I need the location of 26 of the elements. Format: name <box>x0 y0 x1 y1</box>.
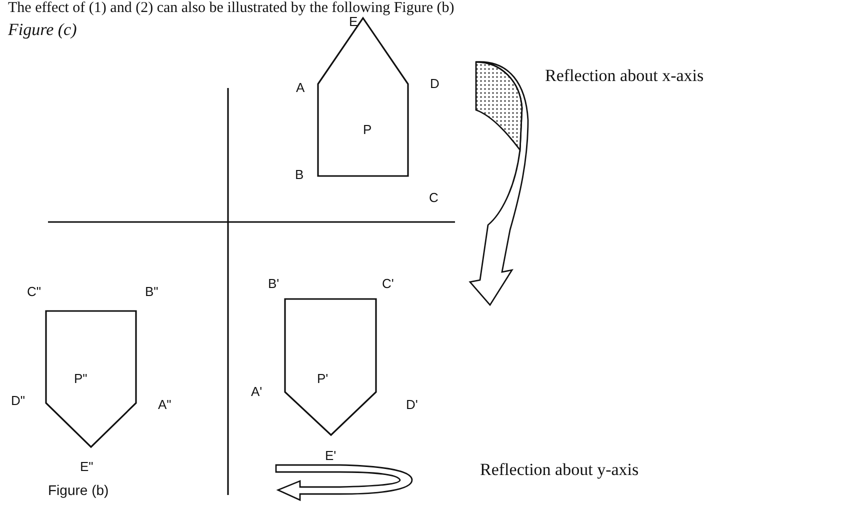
shape-label: P" <box>74 371 88 386</box>
vertex-label: A' <box>251 384 262 399</box>
vertex-label: D" <box>11 393 26 408</box>
figure-caption: Figure (c) <box>8 20 77 40</box>
pentagon-shape <box>46 311 136 447</box>
vertex-label: B" <box>145 284 158 299</box>
vertex-label: A" <box>158 397 172 412</box>
vertex-label: A <box>296 80 305 95</box>
shape-label: P' <box>317 371 328 386</box>
vertex-label: D' <box>406 397 418 412</box>
axis-note: Reflection about x-axis <box>545 66 704 86</box>
vertex-label: C' <box>382 276 394 291</box>
vertex-label: D <box>430 76 440 91</box>
vertex-label: B <box>295 167 304 182</box>
figure-caption: Figure (b) <box>48 482 109 498</box>
vertex-label: E <box>349 15 358 29</box>
vertex-label: C" <box>27 284 42 299</box>
vertex-label: B' <box>268 276 280 291</box>
pentagon-shape <box>285 299 376 435</box>
shape-label: P <box>363 122 372 137</box>
vertex-label: C <box>429 190 438 205</box>
vertex-label: E' <box>325 448 336 463</box>
axis-note: Reflection about y-axis <box>480 460 639 480</box>
pentagon-shape <box>318 18 408 176</box>
heading-text: The effect of (1) and (2) can also be illustrated by the following Figure (b) <box>8 0 454 16</box>
vertex-label: E" <box>80 459 94 474</box>
